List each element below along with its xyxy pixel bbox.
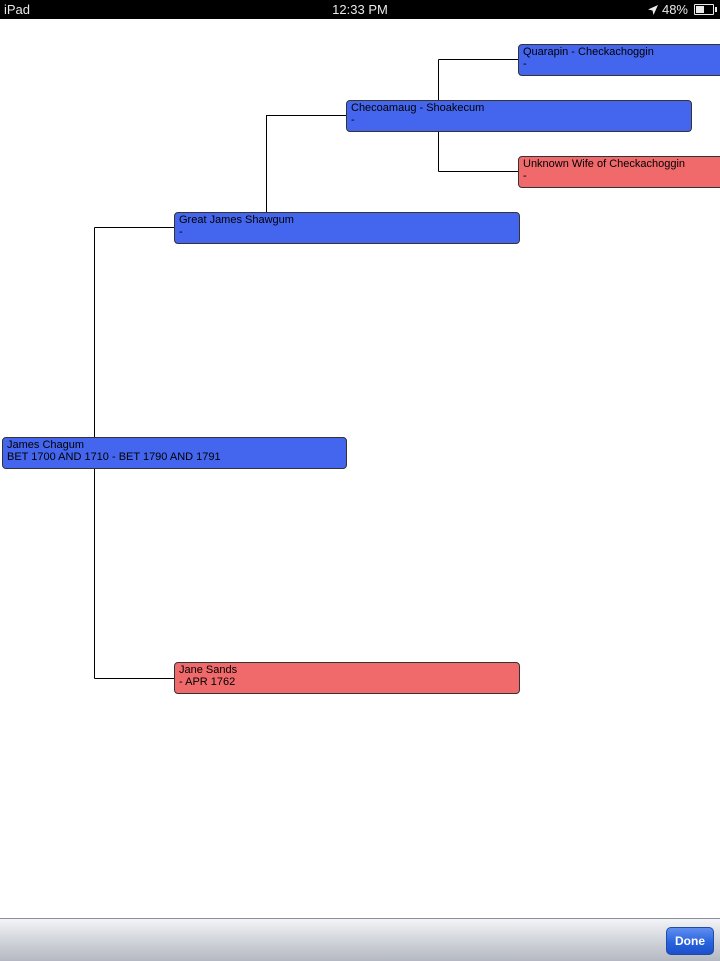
person-name: Checoamaug - Shoakecum <box>351 102 485 114</box>
person-node-father[interactable]: Great James Shawgum - <box>174 212 520 244</box>
person-dates: - <box>351 114 355 126</box>
battery-icon <box>694 4 717 15</box>
bottom-toolbar: Done <box>0 918 720 961</box>
person-name: James Chagum <box>7 439 85 451</box>
status-bar: iPad 12:33 PM 48% <box>0 0 720 19</box>
person-node-root[interactable]: James Chagum BET 1700 AND 1710 - BET 179… <box>2 437 347 469</box>
clock: 12:33 PM <box>332 2 388 17</box>
person-dates: - <box>523 58 527 70</box>
person-name: Unknown Wife of Checkachoggin <box>523 158 686 170</box>
status-indicators: 48% <box>647 2 717 17</box>
done-button[interactable]: Done <box>666 927 714 955</box>
battery-percent: 48% <box>661 2 688 17</box>
device-name: iPad <box>4 2 31 17</box>
person-dates: - APR 1762 <box>179 676 236 688</box>
battery-fill <box>696 6 704 13</box>
person-dates: - <box>179 226 183 238</box>
person-node-paternal-great-grandfather[interactable]: Quarapin - Checkachoggin - <box>518 44 720 76</box>
person-name: Jane Sands <box>179 664 238 676</box>
person-dates: - <box>523 170 527 182</box>
connector-father-parent <box>266 115 347 213</box>
person-node-paternal-grandfather[interactable]: Checoamaug - Shoakecum - <box>346 100 692 132</box>
person-name: Quarapin - Checkachoggin <box>523 46 654 58</box>
person-node-paternal-great-grandmother[interactable]: Unknown Wife of Checkachoggin - <box>518 156 720 188</box>
person-node-mother[interactable]: Jane Sands - APR 1762 <box>174 662 520 694</box>
location-arrow-icon <box>647 4 658 15</box>
person-dates: BET 1700 AND 1710 - BET 1790 AND 1791 <box>7 451 221 463</box>
person-name: Great James Shawgum <box>179 214 294 226</box>
